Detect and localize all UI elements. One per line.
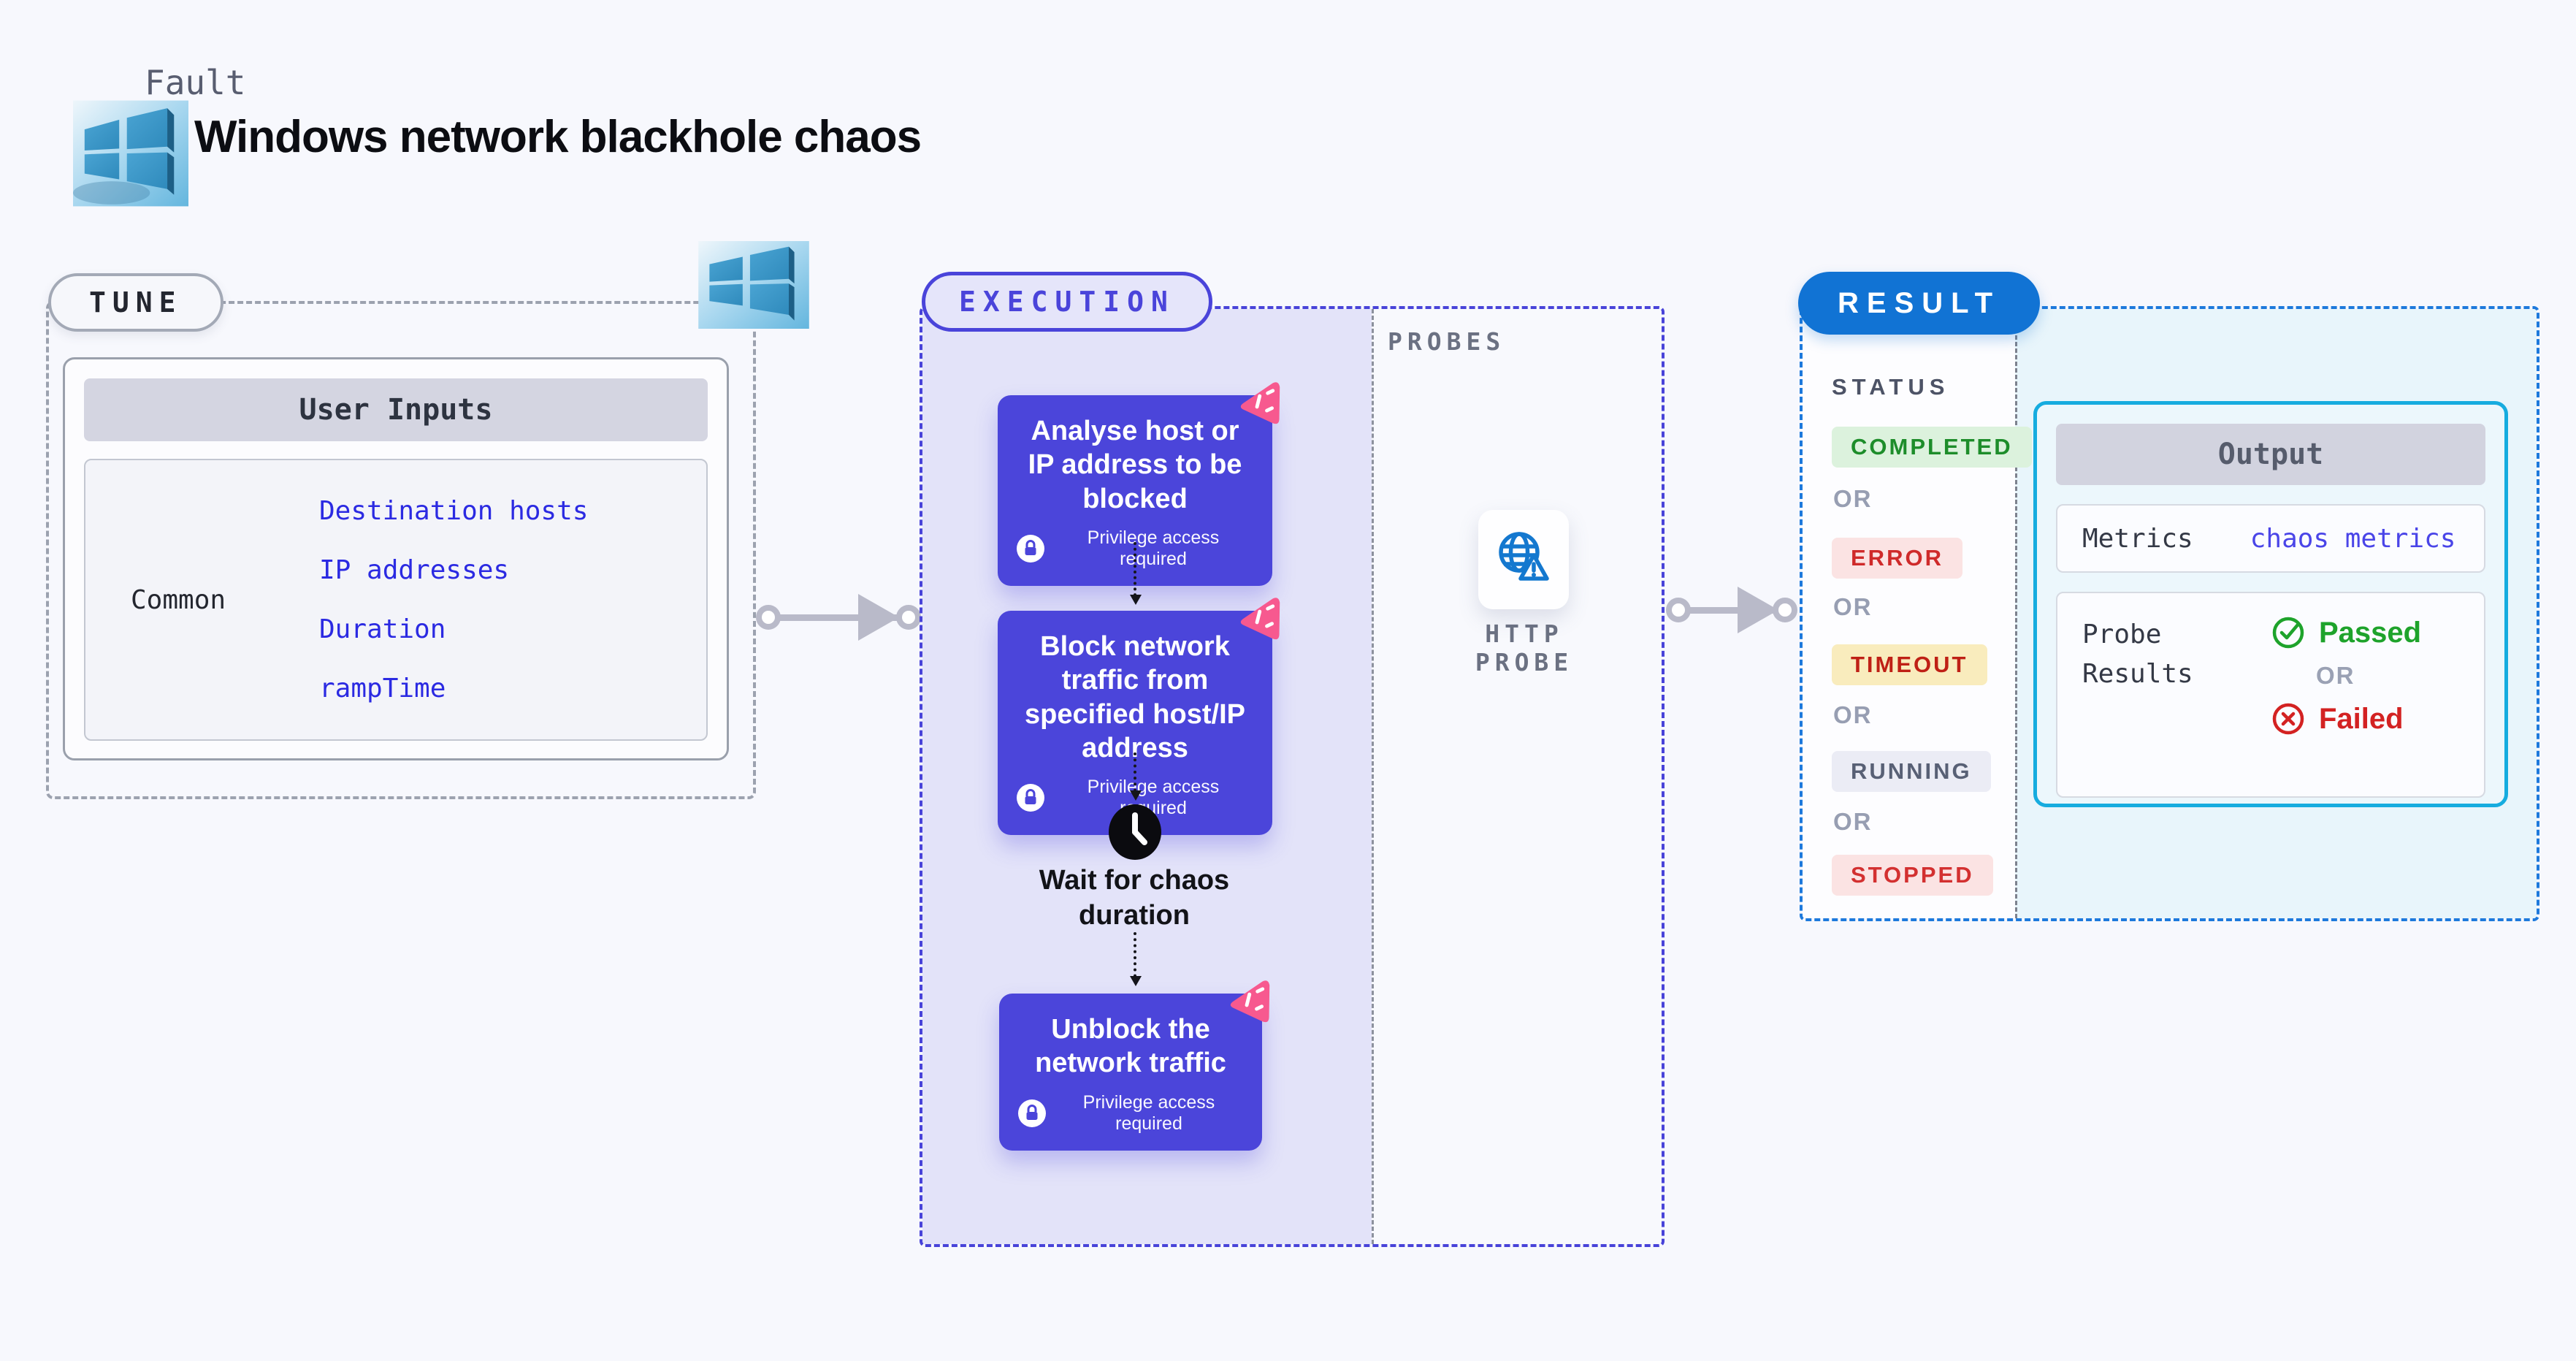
status-badge-completed: COMPLETED [1832, 427, 2032, 468]
execution-section-label: EXECUTION [922, 272, 1212, 332]
privilege-badge: Privilege access required [1087, 527, 1220, 570]
status-badge-error: ERROR [1832, 538, 1962, 579]
tune-section-label: TUNE [48, 273, 223, 332]
step-connector-arrow [1130, 932, 1142, 986]
metrics-row: Metrics chaos metrics [2056, 504, 2485, 573]
or-label: OR [2316, 662, 2355, 689]
passed-check-icon [2272, 617, 2304, 649]
tune-section-box [46, 301, 756, 799]
input-link-destination-hosts[interactable]: Destination hosts [319, 496, 589, 526]
status-zone [1803, 309, 2015, 918]
probe-results-label: Probe Results [2082, 619, 2193, 689]
failed-label: Failed [2319, 702, 2404, 735]
step-title: Analyse host or IP address to be blocked [1028, 416, 1242, 514]
input-link-ip-addresses[interactable]: IP addresses [319, 555, 510, 585]
fault-kicker: Fault [145, 63, 246, 102]
windows-logo-icon [73, 100, 188, 207]
metrics-label: Metrics [2082, 523, 2193, 554]
passed-label: Passed [2319, 616, 2422, 649]
or-label: OR [1833, 593, 1873, 620]
status-badge-running: RUNNING [1832, 751, 1991, 792]
input-link-ramptime[interactable]: rampTime [319, 674, 446, 704]
failed-x-icon [2272, 703, 2304, 735]
step-title: Unblock the network traffic [1035, 1014, 1226, 1079]
wait-step-label: Wait for chaos duration [1039, 865, 1230, 931]
page-title: Windows network blackhole chaos [194, 112, 922, 162]
tune-to-execution-connector [756, 588, 921, 647]
user-inputs-card: User Inputs Common Destination hosts IP … [63, 357, 729, 760]
privilege-badge: Privilege access required [1087, 777, 1220, 819]
result-section-label: RESULT [1798, 272, 2041, 335]
status-badge-stopped: STOPPED [1832, 855, 1993, 896]
globe-warning-icon [1499, 532, 1549, 581]
probes-zone [1372, 309, 1662, 1244]
user-inputs-title: User Inputs [84, 378, 708, 441]
or-label: OR [1833, 808, 1873, 835]
windows-logo-small-icon [698, 241, 809, 329]
http-probe-label: HTTP PROBE [1475, 619, 1574, 676]
status-title: STATUS [1832, 374, 1950, 400]
litmus-chaos-icon [1240, 382, 1280, 424]
lock-icon [1017, 784, 1044, 812]
litmus-chaos-icon [1230, 980, 1270, 1023]
lock-icon [1017, 535, 1044, 563]
step-card-unblock-traffic[interactable]: Unblock the network traffic Privilege ac… [999, 980, 1270, 1151]
output-title: Output [2056, 424, 2485, 485]
clock-icon [1109, 804, 1161, 860]
probe-results-row: Probe Results Passed OR Failed [2056, 592, 2485, 798]
output-card: Output Metrics chaos metrics Probe Resul… [2033, 401, 2508, 807]
step-connector-arrow [1130, 542, 1142, 605]
status-badge-timeout: TIMEOUT [1832, 644, 1987, 685]
step-title: Block network traffic from specified hos… [1025, 631, 1245, 764]
or-label: OR [1833, 485, 1873, 512]
http-probe-card[interactable] [1478, 510, 1569, 609]
input-link-duration[interactable]: Duration [319, 614, 446, 644]
probes-zone-label: PROBES [1388, 327, 1506, 356]
chaos-metrics-link[interactable]: chaos metrics [2250, 523, 2456, 554]
or-label: OR [1833, 701, 1873, 728]
execution-to-result-connector [1666, 581, 1797, 639]
privilege-badge: Privilege access required [1082, 1091, 1215, 1134]
step-card-block-traffic[interactable]: Block network traffic from specified hos… [998, 598, 1280, 836]
user-inputs-row-label: Common [131, 584, 226, 615]
step-connector-arrow [1130, 752, 1142, 801]
litmus-chaos-icon [1240, 598, 1280, 640]
user-inputs-table: Common Destination hosts IP addresses Du… [84, 459, 708, 741]
lock-icon [1018, 1099, 1046, 1127]
